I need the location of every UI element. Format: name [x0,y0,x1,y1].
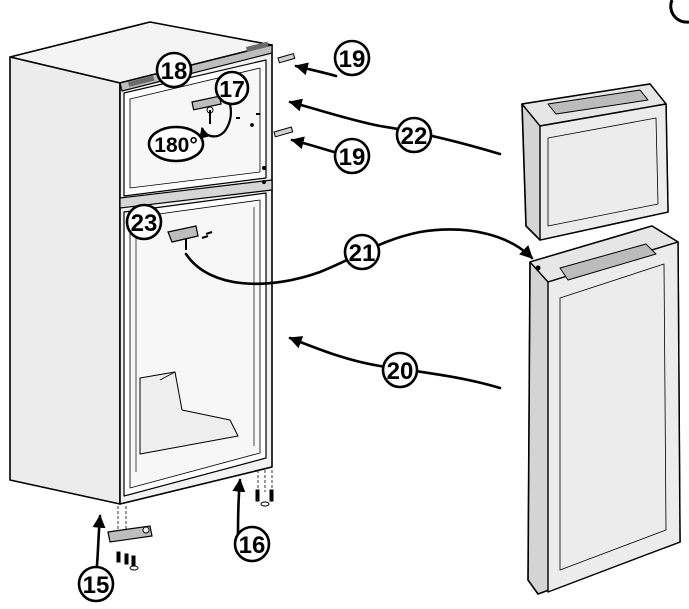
svg-text:19: 19 [339,46,366,73]
callout-19-bottom: 19 [333,137,371,175]
corner-circle-fragment [669,0,689,24]
callout-15: 15 [77,565,115,603]
svg-text:22: 22 [401,123,428,150]
svg-text:15: 15 [83,572,110,599]
svg-text:20: 20 [387,358,414,385]
callout-18: 18 [155,51,193,89]
svg-text:17: 17 [219,76,245,102]
callout-19-top: 19 [333,39,371,77]
svg-text:18: 18 [161,58,188,85]
rotation-label-180: 180° [147,125,205,163]
fridge-door [527,225,681,595]
callout-23: 23 [125,203,163,241]
fridge-cabinet [9,21,273,505]
svg-text:21: 21 [349,240,376,267]
freezer-door [521,83,669,241]
callout-22: 22 [395,116,433,154]
top-hinge-part [191,95,260,124]
svg-text:19: 19 [339,144,366,171]
middle-hinge-part [167,225,213,250]
callout-21: 21 [343,233,381,271]
hinge-pins [273,52,296,138]
svg-text:180°: 180° [154,134,197,157]
callout-17: 17 [214,70,250,106]
svg-text:23: 23 [131,210,158,237]
svg-text:16: 16 [239,532,266,559]
bottom-hinge-part [107,506,153,571]
bottom-screws [255,470,274,507]
callout-16: 16 [233,525,271,563]
callout-20: 20 [381,351,419,389]
